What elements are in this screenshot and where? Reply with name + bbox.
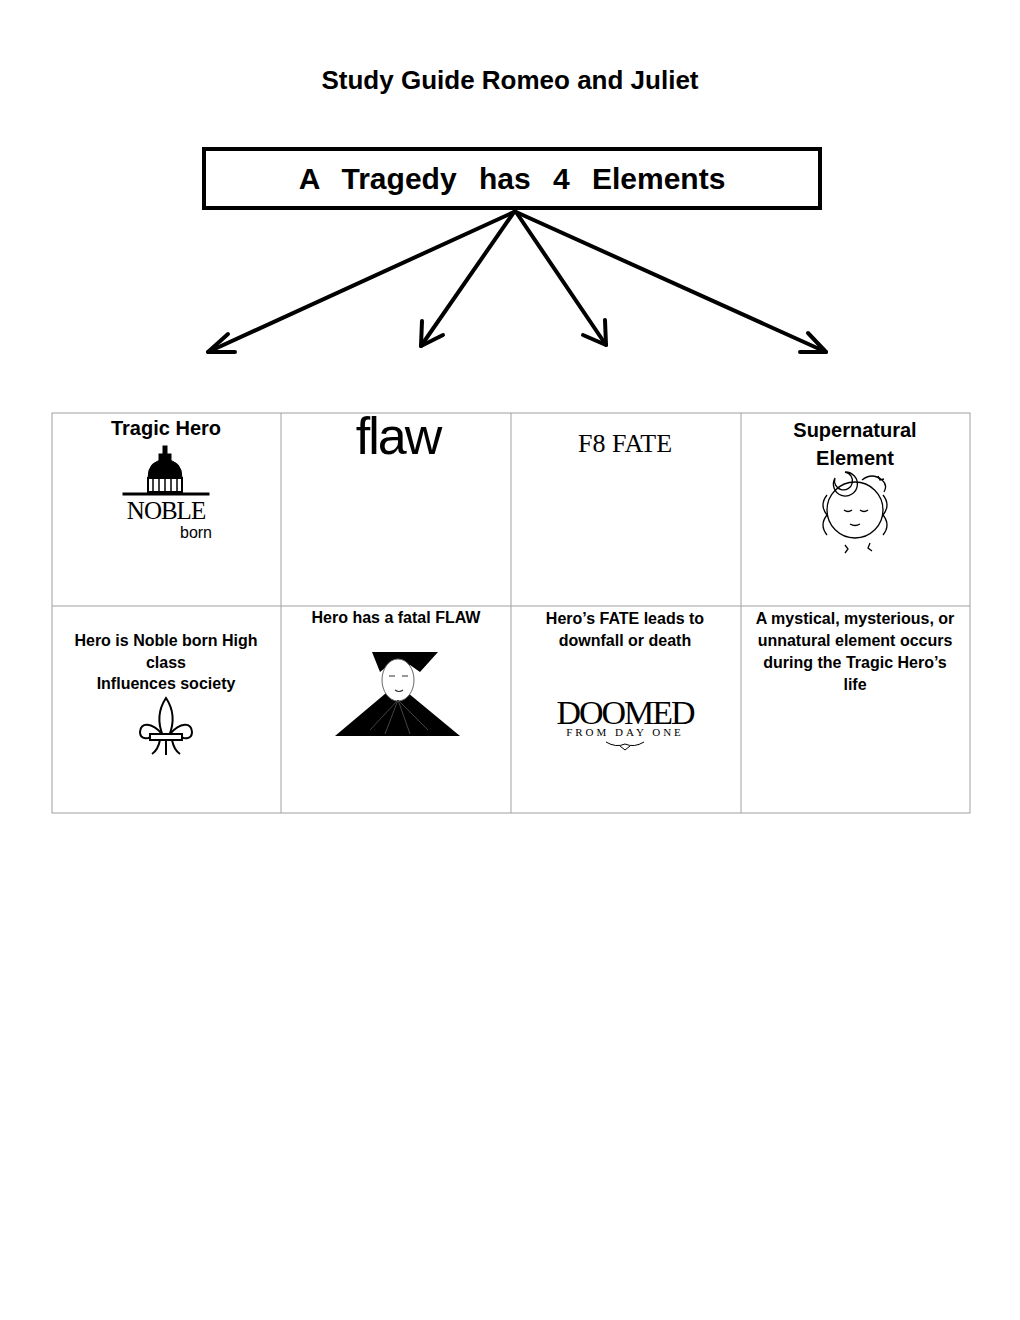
table-rule	[741, 413, 742, 813]
arrow-head	[208, 334, 235, 352]
cell-text: Hero has a fatal FLAW	[291, 608, 501, 628]
icon-word: born	[166, 523, 226, 543]
hair-swirls	[823, 476, 887, 535]
column-heading: Supernatural Element	[765, 416, 945, 472]
table-rule	[511, 413, 512, 813]
table-rule	[281, 413, 282, 813]
table-border	[52, 413, 970, 813]
box-text: A Tragedy has 4 Elements	[299, 162, 726, 196]
cell-text: Hero’s FATE leads to downfall or death	[530, 608, 720, 652]
column-heading: Tragic Hero	[66, 416, 266, 441]
cell-text: A mystical, mysterious, or unnatural ele…	[755, 608, 955, 696]
figure-features	[389, 676, 408, 692]
dome-spire	[163, 446, 167, 454]
icon-word: NOBLE	[106, 495, 226, 526]
stars	[845, 476, 884, 553]
figure-rays	[370, 700, 428, 734]
flaw-figure	[335, 652, 460, 736]
heading-box: A Tragedy has 4 Elements	[202, 147, 822, 210]
dome-drum	[148, 478, 182, 492]
capitol-dome-icon	[123, 446, 209, 495]
arrow-head	[583, 320, 606, 345]
fleur-stem	[152, 740, 180, 755]
cell-text: Influences society	[61, 674, 271, 694]
table-grid	[52, 413, 970, 813]
fleur-petal	[160, 698, 173, 736]
arrow-line	[421, 212, 514, 346]
fleur-de-lis-icon	[140, 698, 192, 755]
crescent-moon	[833, 472, 857, 496]
doomed-flourish	[606, 742, 644, 750]
arrow-head	[800, 333, 826, 352]
column-heading: F8 FATE	[525, 428, 725, 461]
arrow-line	[516, 212, 826, 352]
column-heading: flaw	[298, 408, 498, 465]
arrows	[208, 212, 826, 352]
cell-text: Hero is Noble born High class	[61, 630, 271, 674]
arrow-line	[208, 212, 514, 352]
dome-cap	[148, 460, 182, 478]
dome-columns	[153, 479, 177, 491]
page-title: Study Guide Romeo and Juliet	[210, 64, 810, 97]
logo-word: DOOMED	[525, 696, 725, 730]
dome-base	[123, 493, 209, 495]
face-features	[844, 510, 868, 526]
logo-word: FROM DAY ONE	[525, 727, 725, 738]
figure-face	[382, 659, 414, 701]
flourish	[606, 742, 644, 750]
moon-sun-face-icon	[823, 472, 887, 553]
fleur-band	[150, 734, 182, 740]
arrow-head	[421, 321, 443, 346]
